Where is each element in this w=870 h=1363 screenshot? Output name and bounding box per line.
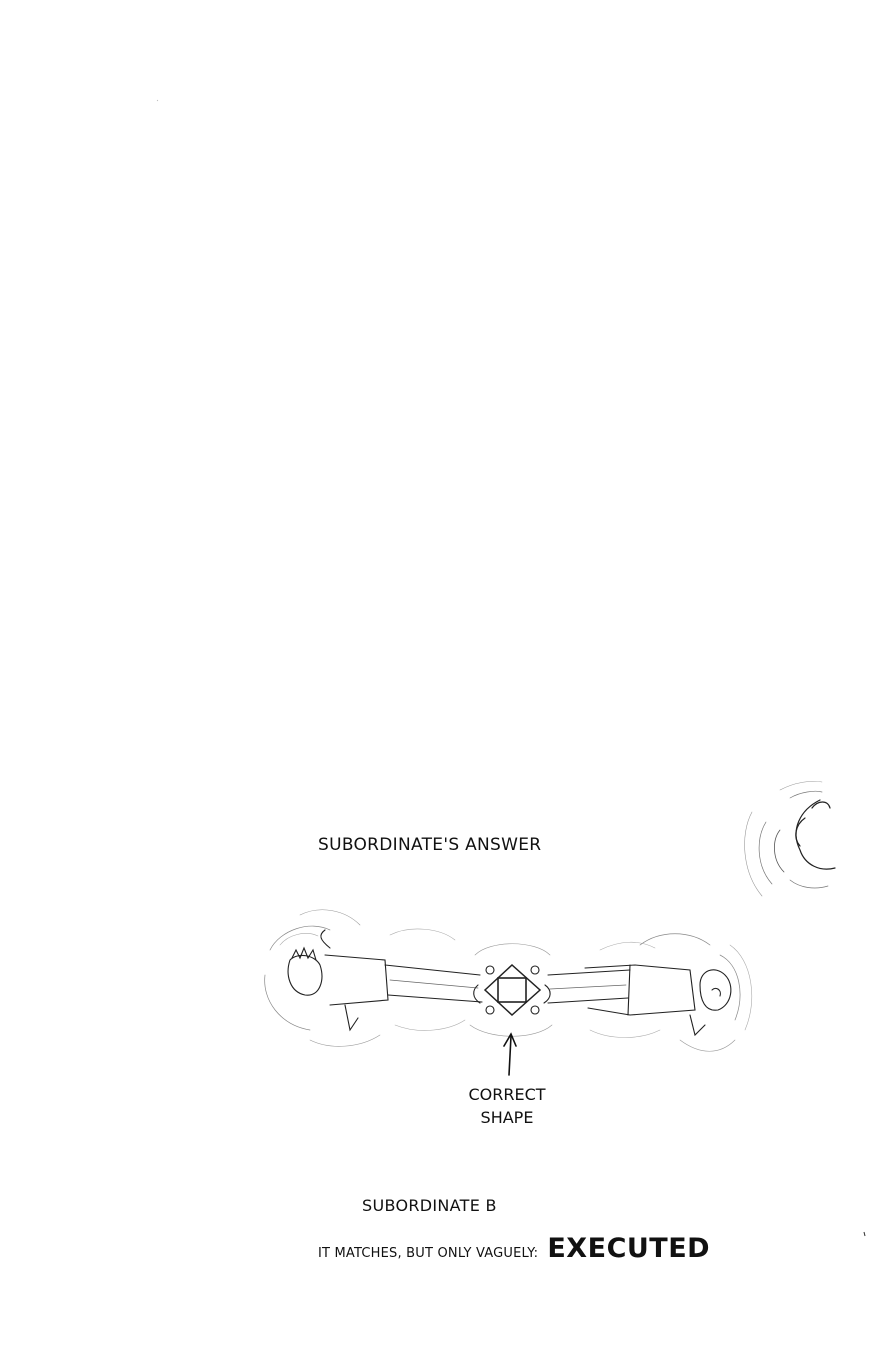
verdict-word: EXECUTED [547, 1233, 711, 1264]
subordinate-b-caption: SUBORDINATE B [362, 1196, 497, 1215]
verdict-text: IT MATCHES, BUT ONLY VAGUELY: [318, 1246, 539, 1261]
subordinates-answer-caption: SUBORDINATE'S ANSWER [318, 835, 542, 855]
up-arrow-icon [503, 1032, 517, 1076]
two-figures-holding-device-sketch [264, 909, 752, 1052]
correct-shape-label: CORRECT SHAPE [455, 1083, 559, 1129]
page-specks [156, 99, 866, 1237]
verdict-line: IT MATCHES, BUT ONLY VAGUELY: EXECUTED [318, 1233, 710, 1264]
correct-shape-line1: CORRECT [468, 1085, 546, 1104]
figure-in-water-sketch [744, 780, 836, 897]
correct-shape-line2: SHAPE [480, 1108, 534, 1127]
